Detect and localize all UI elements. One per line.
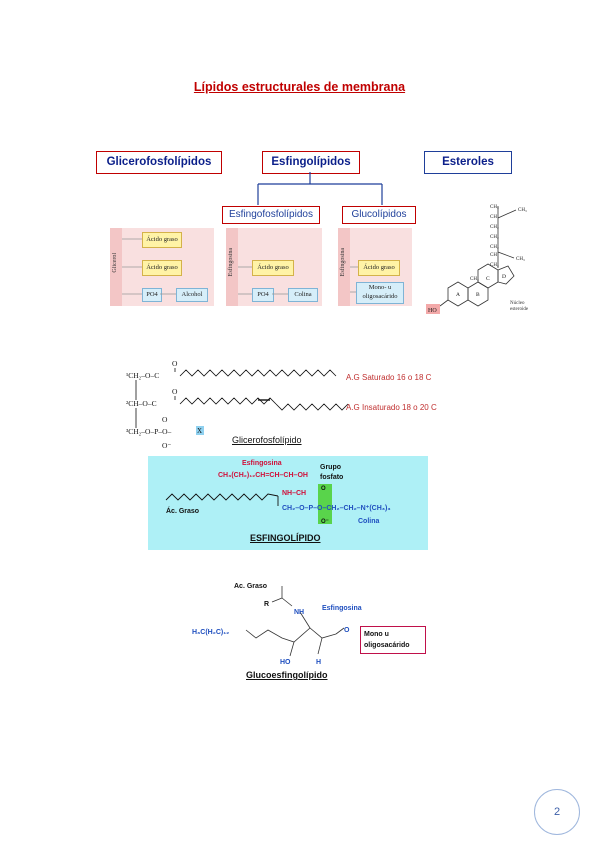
grupo-label: Grupo bbox=[320, 464, 341, 471]
glucosphingolipid-structure: Ac. Graso R NH Esfingosina H₃C(H₂C)₁₂ HO… bbox=[192, 583, 362, 666]
esfingosina-label: Esfingosina bbox=[322, 605, 362, 612]
svg-text:O: O bbox=[162, 415, 168, 424]
carbon-2: ²CH–O–C bbox=[126, 399, 157, 408]
phosphate-box: PO4 bbox=[252, 288, 274, 302]
phosphocholine-formula: CH₂–O–P–O–CH₂–CH₂–N⁺(CH₃)₃ bbox=[282, 505, 391, 512]
phosphate-o-top: O bbox=[321, 486, 326, 492]
svg-text:CH₃: CH₃ bbox=[518, 208, 527, 213]
svg-text:O: O bbox=[172, 359, 178, 368]
svg-text:CH₃: CH₃ bbox=[470, 277, 479, 282]
fosfato-label: fosfato bbox=[320, 474, 344, 481]
fatty-acid-box: Ácido graso bbox=[358, 260, 400, 276]
nucleus-label: Núcleo bbox=[510, 301, 525, 306]
carbon-3: ³CH₂–O–P–O– bbox=[126, 427, 172, 436]
hydrogen: H bbox=[316, 659, 321, 666]
subcategory-glucolipidos: Glucolípidos bbox=[342, 206, 416, 224]
backbone-bar bbox=[110, 228, 122, 306]
panel-connectors bbox=[122, 238, 176, 295]
amide-nh: NH–CH bbox=[282, 490, 307, 497]
glycerophospholipid-structure: ¹CH₂–O–C ²CH–O–C ³CH₂–O–P–O– O O O O⁻ X A.… bbox=[126, 359, 437, 450]
panel-connectors bbox=[350, 266, 358, 293]
svg-text:CH₂: CH₂ bbox=[490, 225, 499, 230]
choline-box: Colina bbox=[288, 288, 318, 302]
fatty-acid-saturated-label: A.G Saturado 16 o 18 C bbox=[346, 373, 432, 382]
phosphate-o-bottom: O⁻ bbox=[321, 519, 329, 525]
phosphate-highlight bbox=[318, 484, 332, 524]
phosphate-box: PO4 bbox=[142, 288, 162, 302]
esfingosina-label: Esfingosina bbox=[242, 460, 282, 467]
r-group: R bbox=[264, 601, 269, 608]
sphingosine-formula: CH₃(CH₂)₁₂CH=CH–CH–OH bbox=[218, 472, 308, 479]
subcategory-esfingofosfolipidos: Esfingofosfolípidos bbox=[222, 206, 320, 224]
oxygen: O bbox=[344, 627, 350, 634]
colina-label: Colina bbox=[358, 518, 380, 525]
svg-text:O⁻: O⁻ bbox=[162, 441, 171, 450]
category-glicerofosfolipidos: Glicerofosfolípidos bbox=[96, 151, 222, 174]
panel-connectors bbox=[238, 266, 288, 295]
fatty-acid-box: Ácido graso bbox=[142, 260, 182, 276]
saccharide-box: Mono u oligosacárido bbox=[360, 626, 426, 654]
fatty-acid-unsaturated-label: A.G Insaturado 18 o 20 C bbox=[346, 403, 437, 412]
svg-text:O: O bbox=[172, 387, 178, 396]
panel-esfingolipido: Esfingosina CH₃(CH₂)₁₂CH=CH–CH–OH Grupo … bbox=[148, 456, 428, 550]
svg-text:CH₂: CH₂ bbox=[490, 245, 499, 250]
saccharide-box: Mono- u oligosacárido bbox=[356, 282, 404, 304]
ring-label: D bbox=[502, 274, 506, 280]
ring-label: C bbox=[486, 276, 490, 282]
panel-glicerofosfolipido: Glicerol Ácido graso Ácido graso PO4 Alc… bbox=[110, 228, 214, 306]
acido-graso-label: Ác. Graso bbox=[166, 508, 200, 515]
ring-label: B bbox=[476, 292, 480, 298]
svg-text:CH₃: CH₃ bbox=[516, 257, 525, 262]
fatty-acid-box: Ácido graso bbox=[252, 260, 294, 276]
hydroxyl-label: HO bbox=[428, 308, 437, 314]
caption-glicerofosfolipido: Glicerofosfolípido bbox=[232, 435, 302, 445]
page-title: Lípidos estructurales de membrana bbox=[193, 80, 406, 94]
ac-graso-label: Ac. Graso bbox=[234, 583, 267, 590]
ring-label: A bbox=[456, 292, 460, 298]
fatty-acid-chain bbox=[165, 493, 279, 506]
svg-text:esteroide: esteroide bbox=[510, 307, 529, 312]
svg-text:CH₃: CH₃ bbox=[490, 205, 499, 210]
x-group: X bbox=[197, 427, 202, 435]
carbon-1: ¹CH₂–O–C bbox=[126, 371, 159, 380]
svg-text:CH₂: CH₂ bbox=[490, 235, 499, 240]
category-esfingolipidos: Esfingolípidos bbox=[262, 151, 360, 174]
svg-text:CH: CH bbox=[490, 215, 497, 220]
page-number: 2 bbox=[534, 789, 580, 835]
alcohol-box: Alcohol bbox=[176, 288, 208, 302]
svg-text:CH: CH bbox=[490, 253, 497, 258]
hydroxyl: HO bbox=[280, 659, 291, 666]
backbone-bar bbox=[338, 228, 350, 306]
panel-glucolipido: Esfingosina Ácido graso Mono- u oligosac… bbox=[338, 228, 412, 306]
panel-esfingofosfolipido: Esfingosina Ácido graso PO4 Colina bbox=[226, 228, 322, 306]
alkyl-chain: H₃C(H₂C)₁₂ bbox=[192, 629, 229, 636]
nh-label: NH bbox=[294, 609, 304, 616]
bracket-connector bbox=[257, 172, 383, 205]
svg-text:CH₃: CH₃ bbox=[490, 263, 499, 268]
caption-glucoesfingolipido: Glucoesfingolípido bbox=[246, 670, 328, 680]
fatty-acid-box: Ácido graso bbox=[142, 232, 182, 248]
caption-esfingolipido: ESFINGOLÍPIDO bbox=[250, 533, 321, 543]
category-esteroles: Esteroles bbox=[424, 151, 512, 174]
backbone-bar bbox=[226, 228, 238, 306]
